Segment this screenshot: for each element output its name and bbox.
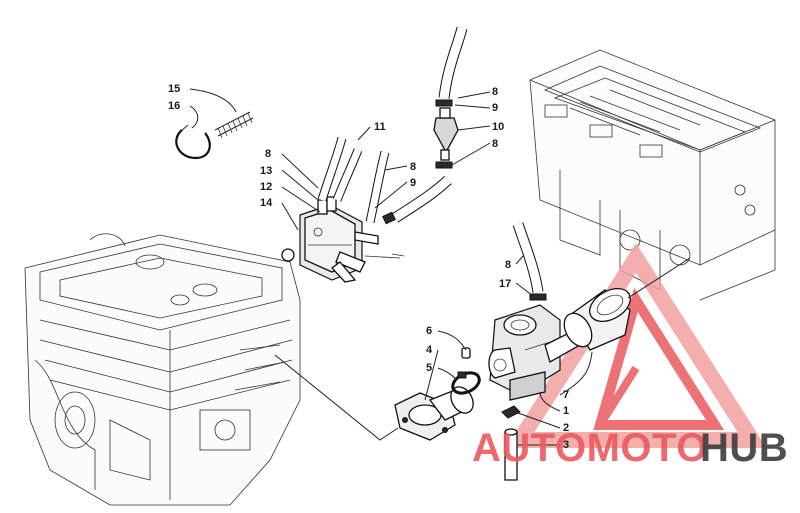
callout-8-pump-right: 8 [410,161,416,173]
spring-15 [214,111,254,139]
clamp-9-top [435,99,453,107]
hose-11 [332,148,363,202]
air-box [529,49,776,301]
hose-8-top [438,26,468,99]
callout-2: 2 [563,422,569,434]
callout-7: 7 [563,389,569,401]
hose-8-left [317,136,347,202]
hose-8-right [365,150,390,223]
callout-16: 16 [168,100,180,112]
hose-8-to-filter [382,175,452,225]
callout-9-top: 9 [492,102,498,114]
callout-labels: 15 16 11 8 13 12 14 8 9 8 9 10 8 8 17 6 … [168,83,569,451]
carburetor-1 [488,304,581,401]
callout-8-top: 8 [492,86,498,98]
callout-3: 3 [563,439,569,451]
callout-8-carb: 8 [505,259,511,271]
callout-11: 11 [374,121,386,133]
callout-17: 17 [499,278,511,290]
watermark-triangle [505,243,767,448]
callout-1: 1 [563,405,569,417]
washer-2 [501,405,521,419]
callout-14: 14 [260,197,273,209]
watermark-hub: HUB [700,426,789,470]
callout-5: 5 [426,362,432,374]
plug-6 [461,347,471,359]
callout-10: 10 [492,121,504,133]
callout-8-filter: 8 [492,138,498,150]
intake-boot-7 [563,287,631,351]
clamp-9-mid [435,161,453,169]
clamp-5 [451,371,481,395]
drain-tube-3 [504,428,518,481]
clamp-16 [175,124,211,160]
callout-6: 6 [426,325,432,337]
leader-lines [189,88,691,446]
engine-block [24,233,301,506]
watermark-automoto: AUTOMOTO [472,426,708,470]
callout-13: 13 [260,165,272,177]
callout-12: 12 [260,181,272,193]
callout-8-pump-left: 8 [265,148,271,160]
hose-8-carb [512,222,544,293]
fuel-filter-10 [433,107,459,161]
fuel-pump [281,196,405,283]
callout-15: 15 [168,83,180,95]
callout-4: 4 [426,344,433,356]
callout-9-pump: 9 [410,177,416,189]
clamp-17 [529,293,547,301]
